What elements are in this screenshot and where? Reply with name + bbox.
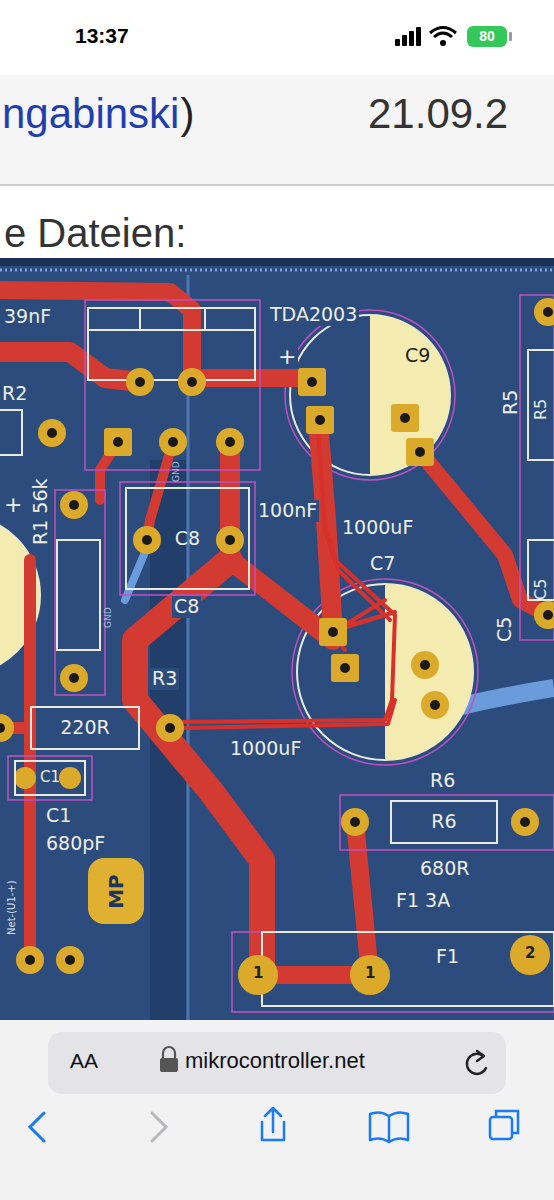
- battery-indicator: 80: [467, 26, 507, 47]
- part-reference: R5: [532, 399, 550, 420]
- pin-number: 1: [253, 965, 263, 982]
- part-reference: R3: [150, 668, 179, 690]
- node-text: mikrocontroller.net: [185, 1048, 365, 1073]
- part-reference: C5: [494, 617, 516, 642]
- resistor-body: R6: [390, 800, 498, 844]
- polarity-mark: +: [276, 344, 298, 369]
- status-time: 13:37: [75, 24, 129, 48]
- node-text: MP: [105, 874, 128, 909]
- url-bar: AA mikrocontroller.net: [48, 1032, 506, 1094]
- author-link: ngabinski: [2, 90, 179, 138]
- part-reference: R6: [430, 770, 455, 792]
- net-name: Net-(U1-+): [6, 880, 18, 935]
- resistor-body: 220R: [30, 706, 140, 750]
- node-text: R6: [431, 811, 456, 833]
- part-reference: C5: [532, 579, 550, 600]
- capacitor-value: 39nF: [2, 306, 53, 328]
- mounting-pad: MP: [88, 858, 144, 924]
- node-text: C8: [175, 528, 200, 550]
- net-name: GND: [171, 461, 181, 482]
- phone-chrome: [0, 0, 554, 258]
- capacitor-value: 100nF: [256, 500, 319, 522]
- net-name: GND: [103, 607, 113, 628]
- fuse-reference: F1 3A: [396, 890, 450, 912]
- node-text: AA: [70, 1049, 98, 1073]
- capacitor-outline: C1: [14, 760, 86, 796]
- browser-toolbar: [0, 1020, 554, 1200]
- capacitor-outline: C8: [125, 487, 250, 590]
- node-text: 220R: [60, 717, 109, 739]
- part-reference: R5: [500, 390, 522, 415]
- resistor-value: 680R: [420, 858, 469, 880]
- part-reference: R2: [2, 383, 27, 405]
- part-reference: C8: [172, 596, 201, 618]
- polarity-mark: +: [4, 492, 22, 517]
- section-heading: e Dateien:: [4, 210, 186, 256]
- node-text: 80: [479, 28, 495, 44]
- capacitor-value: 1000uF: [228, 738, 303, 760]
- node-text: C1: [40, 769, 60, 786]
- page-text: ): [180, 90, 194, 138]
- pin-number: 2: [525, 945, 535, 962]
- post-date: 21.09.2: [368, 90, 508, 138]
- capacitor-value: 680pF: [46, 833, 105, 855]
- part-reference: R1 56k: [30, 478, 52, 545]
- capacitor-value: 1000uF: [340, 517, 415, 539]
- ic-name: TDA2003: [268, 304, 359, 326]
- part-reference: F1: [436, 946, 459, 968]
- part-reference: C7: [370, 553, 395, 575]
- part-reference: C1: [46, 805, 71, 827]
- pin-number: 1: [365, 965, 375, 982]
- part-reference: C9: [405, 345, 430, 367]
- circuit-board: [0, 258, 554, 1020]
